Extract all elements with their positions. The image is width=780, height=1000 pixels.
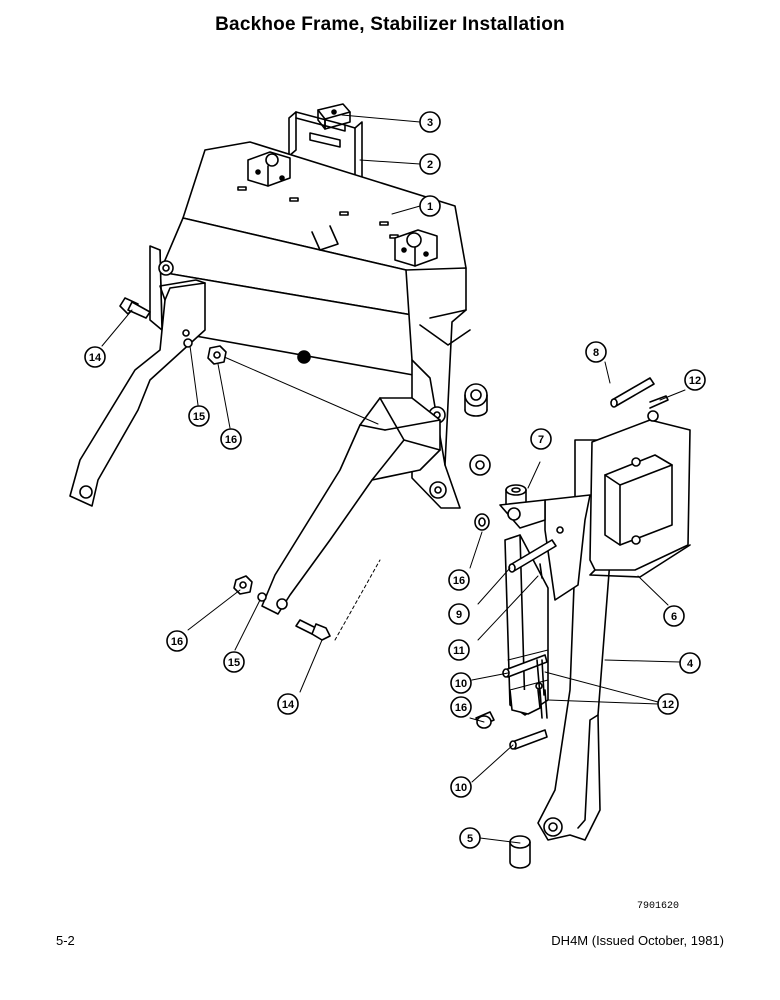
callout-14-upper: 15 [188, 405, 210, 427]
lower-bolt-set [233, 575, 331, 641]
callout-10-upper: 10 [450, 672, 472, 694]
callout-circles: 3 2 1 14 15 16 16 15 14 7 8 12 16 9 11 6… [84, 111, 706, 849]
left-arm [69, 279, 206, 507]
svg-text:12: 12 [689, 375, 701, 387]
svg-text:10: 10 [455, 678, 467, 690]
figure-code: 7901620 [637, 901, 679, 912]
callout-7: 7 [530, 428, 552, 450]
callout-16-upper: 16 [448, 569, 470, 591]
callout-15-upper: 16 [220, 428, 242, 450]
callout-13-lower: 14 [277, 693, 299, 715]
callout-2: 2 [419, 153, 441, 175]
page-number: 5-2 [56, 933, 75, 948]
part-9-pin [508, 539, 557, 573]
svg-text:3: 3 [427, 117, 433, 129]
svg-text:14: 14 [282, 699, 295, 711]
part-8-pin [610, 377, 655, 408]
callout-16-lower: 16 [450, 696, 472, 718]
callout-1: 1 [419, 195, 441, 217]
svg-text:11: 11 [453, 645, 465, 657]
callout-11: 11 [448, 639, 470, 661]
svg-text:16: 16 [453, 575, 465, 587]
part-5-bushing [509, 835, 531, 869]
callout-13-upper: 14 [84, 346, 106, 368]
svg-text:8: 8 [593, 347, 599, 359]
part-11-clip [539, 563, 543, 579]
callout-9: 9 [448, 603, 470, 625]
callout-6: 6 [663, 605, 685, 627]
part-1-frame [149, 141, 491, 509]
svg-text:10: 10 [455, 782, 467, 794]
svg-text:9: 9 [456, 609, 462, 621]
callout-3: 3 [419, 111, 441, 133]
callout-5: 5 [459, 827, 481, 849]
svg-text:1: 1 [427, 201, 433, 213]
callout-leaders [101, 114, 686, 844]
svg-text:16: 16 [171, 636, 183, 648]
svg-text:2: 2 [427, 159, 433, 171]
svg-text:15: 15 [193, 411, 205, 423]
callout-12-upper: 12 [684, 369, 706, 391]
svg-text:5: 5 [467, 833, 473, 845]
svg-text:6: 6 [671, 611, 677, 623]
svg-text:15: 15 [228, 657, 240, 669]
callout-10-lower: 10 [450, 776, 472, 798]
part-10-pin-lower [509, 729, 548, 750]
callout-12-lower: 12 [657, 693, 679, 715]
part-6-pad [589, 419, 691, 578]
cylinder-bracket [499, 494, 591, 601]
svg-text:7: 7 [538, 434, 544, 446]
right-arm [261, 397, 441, 615]
svg-text:16: 16 [455, 702, 467, 714]
svg-text:16: 16 [225, 434, 237, 446]
part-16-lower [475, 711, 495, 729]
page-title: Backhoe Frame, Stabilizer Installation [215, 14, 565, 35]
svg-text:12: 12 [662, 699, 674, 711]
part-12-clips-lower [535, 659, 548, 719]
svg-text:4: 4 [687, 658, 694, 670]
svg-text:14: 14 [89, 352, 102, 364]
callout-8: 8 [585, 341, 607, 363]
upper-bolt-set [119, 297, 227, 365]
part-12-clip-upper [647, 395, 669, 422]
callout-14-lower: 15 [223, 651, 245, 673]
part-16-upper [474, 513, 490, 531]
callout-15-lower: 16 [166, 630, 188, 652]
callout-4: 4 [679, 652, 701, 674]
document-reference: DH4M (Issued October, 1981) [551, 933, 724, 948]
